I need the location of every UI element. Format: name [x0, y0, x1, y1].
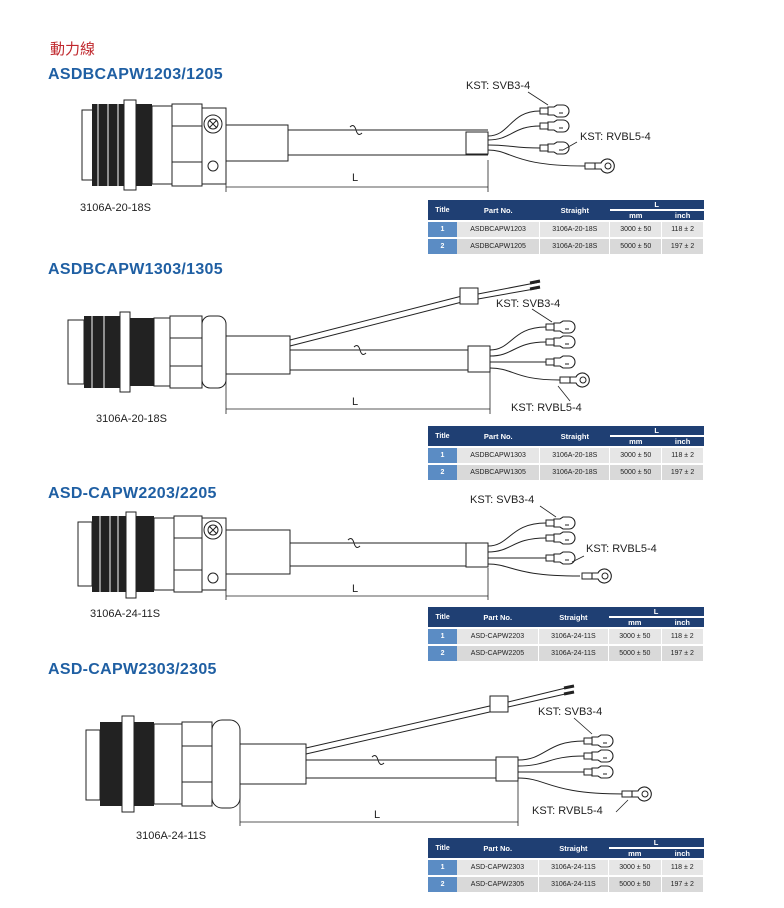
col-straight: Straight: [539, 200, 610, 221]
cable-drawing-2: [67, 279, 590, 414]
col-part-no: Part No.: [456, 200, 540, 221]
connector-label: 3106A-24-11S: [136, 830, 207, 842]
connector-label: 3106A-24-11S: [90, 608, 161, 620]
cable-drawing-1: [81, 91, 615, 192]
col-mm: mm: [608, 617, 662, 628]
col-straight: Straight: [538, 838, 609, 859]
ring-terminal-label: KST: RVBL5-4: [586, 543, 657, 555]
col-inch: inch: [661, 617, 704, 628]
col-inch: inch: [661, 848, 704, 859]
length-label: L: [352, 396, 359, 408]
col-title: Title: [428, 607, 458, 628]
col-l: L: [608, 607, 704, 617]
col-title: Title: [428, 838, 458, 859]
col-title: Title: [428, 200, 457, 221]
col-mm: mm: [608, 848, 662, 859]
connector-label: 3106A-20-18S: [80, 202, 151, 214]
col-l: L: [609, 200, 704, 210]
col-inch: inch: [661, 210, 704, 221]
cable-drawing-3: [77, 505, 612, 600]
col-straight: Straight: [538, 607, 609, 628]
col-part-no: Part No.: [456, 426, 540, 447]
fork-terminal-label: KST: SVB3-4: [496, 298, 561, 310]
col-l: L: [608, 838, 704, 848]
col-l: L: [609, 426, 704, 436]
ring-terminal-label: KST: RVBL5-4: [532, 805, 603, 817]
section-title: ASDBCAPW1203/1205: [48, 66, 223, 83]
col-mm: mm: [609, 436, 662, 447]
col-part-no: Part No.: [457, 607, 539, 628]
col-inch: inch: [661, 436, 704, 447]
col-part-no: Part No.: [457, 838, 539, 859]
length-label: L: [352, 172, 359, 184]
fork-terminal-label: KST: SVB3-4: [538, 706, 603, 718]
section-title: ASD-CAPW2203/2205: [48, 485, 217, 502]
length-label: L: [352, 583, 359, 595]
page-header: 動力線: [50, 40, 96, 58]
section-title: ASDBCAPW1303/1305: [48, 261, 223, 278]
col-straight: Straight: [539, 426, 610, 447]
length-label: L: [374, 809, 381, 821]
ring-terminal-label: KST: RVBL5-4: [580, 131, 651, 143]
fork-terminal-label: KST: SVB3-4: [470, 494, 535, 506]
col-title: Title: [428, 426, 457, 447]
fork-terminal-label: KST: SVB3-4: [466, 80, 531, 92]
col-mm: mm: [609, 210, 662, 221]
connector-label: 3106A-20-18S: [96, 413, 167, 425]
ring-terminal-label: KST: RVBL5-4: [511, 402, 582, 414]
section-title: ASD-CAPW2303/2305: [48, 661, 217, 678]
cable-drawing-4: [85, 684, 652, 826]
